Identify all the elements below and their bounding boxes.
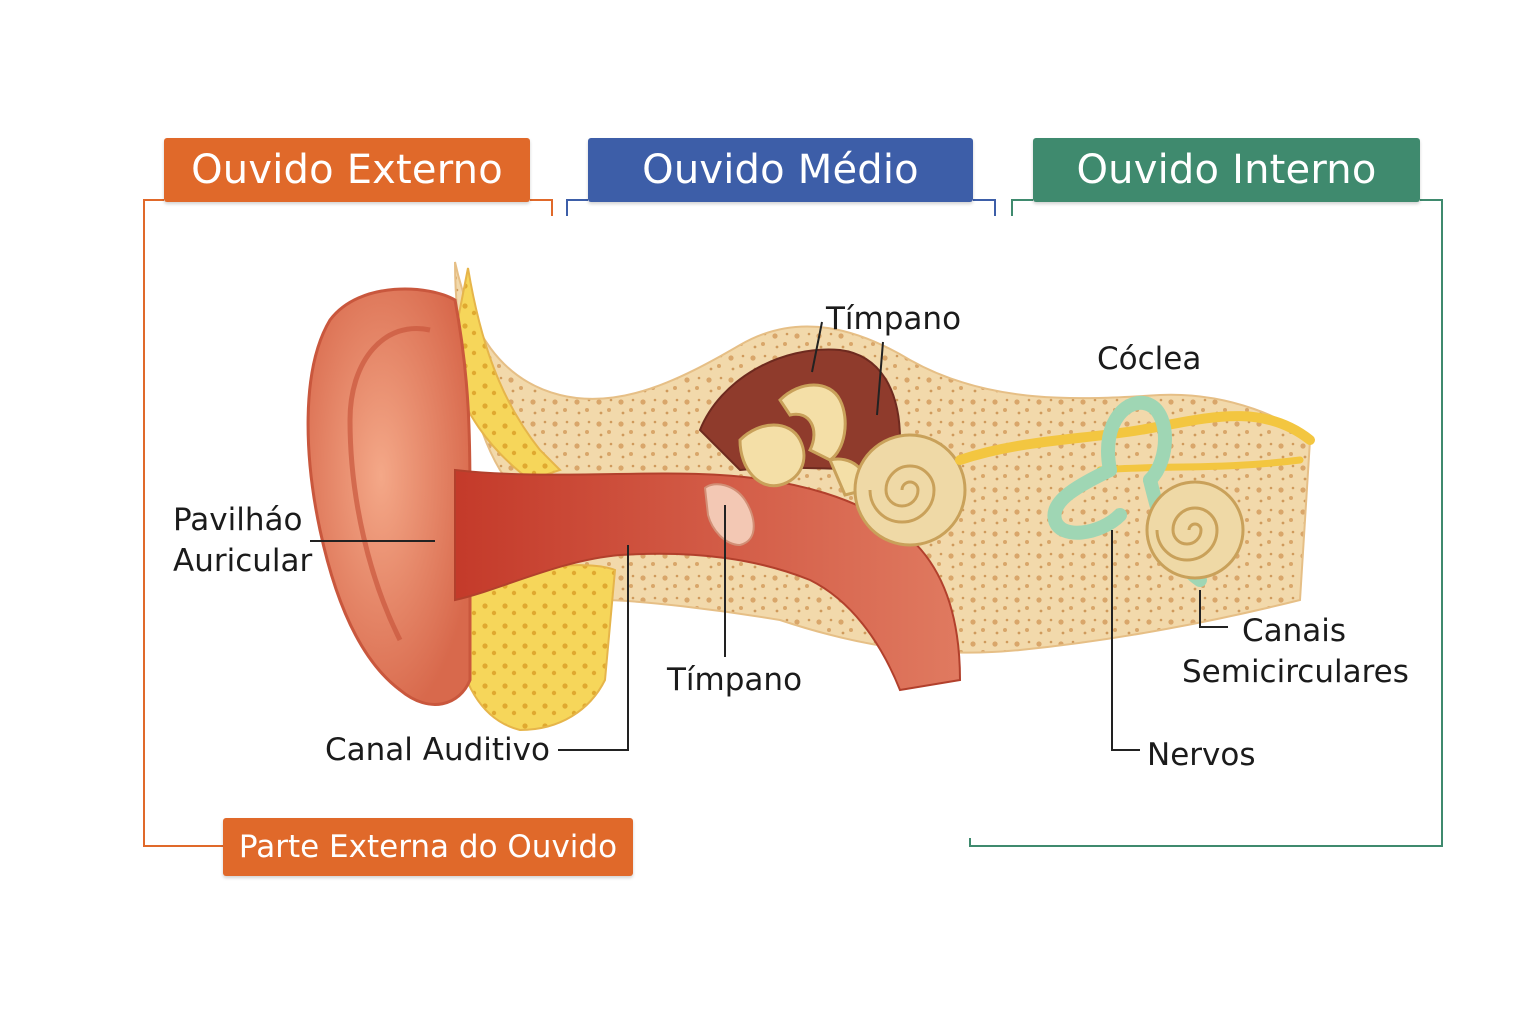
canal-leader	[558, 545, 629, 751]
eardrum-top-leader-1	[811, 321, 823, 373]
nerve-tract	[955, 411, 1315, 465]
middle-spiral	[853, 433, 967, 547]
internal-bracket	[969, 199, 1443, 847]
label-semicircular-line1: Canais	[1242, 613, 1347, 649]
eardrum-top-leader-2	[876, 341, 884, 416]
semicircular-leader	[1199, 590, 1228, 628]
label-nerves: Nervos	[1147, 737, 1256, 773]
label-pinna-line2: Auricular	[173, 543, 313, 579]
footer-external-part: Parte Externa do Ouvido	[223, 818, 633, 876]
label-pinna-line1: Pavilháo	[173, 502, 303, 538]
header-middle: Ouvido Médio	[588, 138, 973, 202]
leader-lines	[310, 321, 1228, 751]
external-bracket	[143, 199, 553, 847]
nerve-tract-2	[1096, 456, 1304, 474]
header-internal: Ouvido Interno	[1033, 138, 1420, 202]
ear-canal	[454, 468, 962, 692]
nerves-leader	[1111, 530, 1140, 751]
label-cochlea: Cóclea	[1097, 341, 1202, 377]
eardrum	[703, 483, 755, 547]
header-external: Ouvido Externo	[164, 138, 530, 202]
middle-bracket	[566, 199, 996, 216]
pinna-inner-fold	[347, 326, 431, 642]
cochlea	[1145, 480, 1245, 580]
label-semicircular-line2: Semicirculares	[1182, 654, 1409, 690]
label-canal: Canal Auditivo	[325, 732, 550, 768]
pinna	[306, 287, 472, 706]
label-eardrum-bottom: Tímpano	[667, 662, 803, 698]
label-eardrum-top: Tímpano	[826, 301, 962, 337]
